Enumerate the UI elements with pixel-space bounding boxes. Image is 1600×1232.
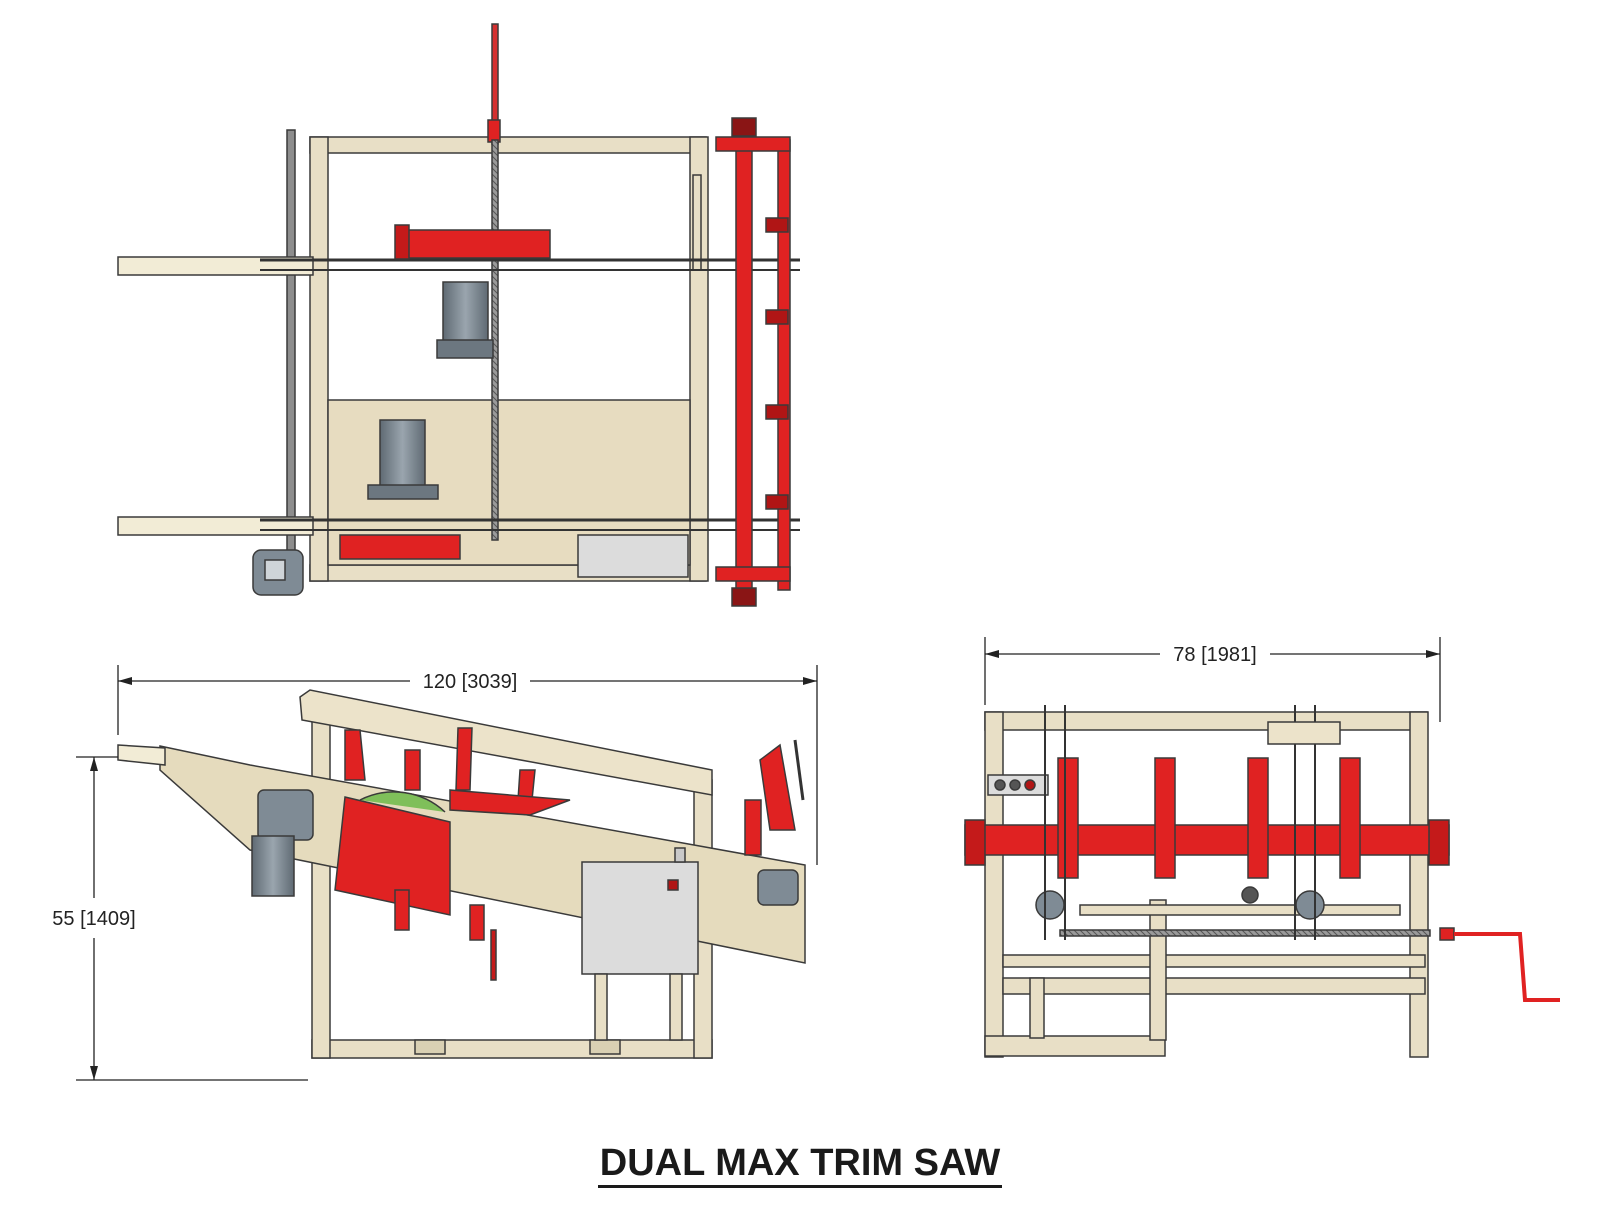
side-view [117,689,806,1059]
drawing-title: DUAL MAX TRIM SAW [0,1142,1600,1188]
dimension-lines [76,637,1441,1081]
length-dimension-label: 120 [3039] [423,671,518,693]
drawing-title-text: DUAL MAX TRIM SAW [597,1142,1003,1188]
height-dimension-label: 55 [1409] [52,908,135,930]
end-view [964,705,1560,1058]
width-dimension-label: 78 [1981] [1173,644,1256,666]
top-view [117,23,800,607]
